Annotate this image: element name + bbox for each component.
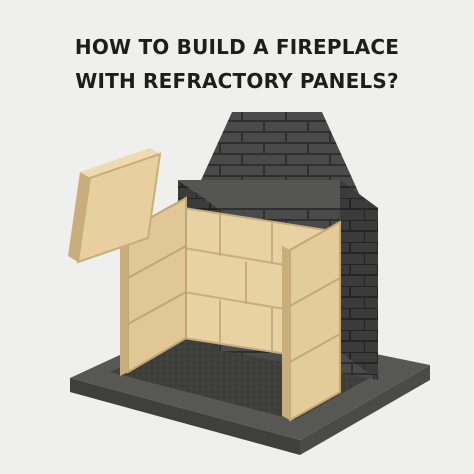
left-refractory-panel xyxy=(120,196,187,376)
title-line-2: WITH REFRACTORY PANELS? xyxy=(75,69,399,93)
page-title: HOW TO BUILD A FIREPLACE WITH REFRACTORY… xyxy=(0,30,474,98)
right-refractory-panel xyxy=(282,220,341,422)
title-line-1: HOW TO BUILD A FIREPLACE xyxy=(74,35,400,59)
floating-refractory-panel xyxy=(68,148,162,264)
